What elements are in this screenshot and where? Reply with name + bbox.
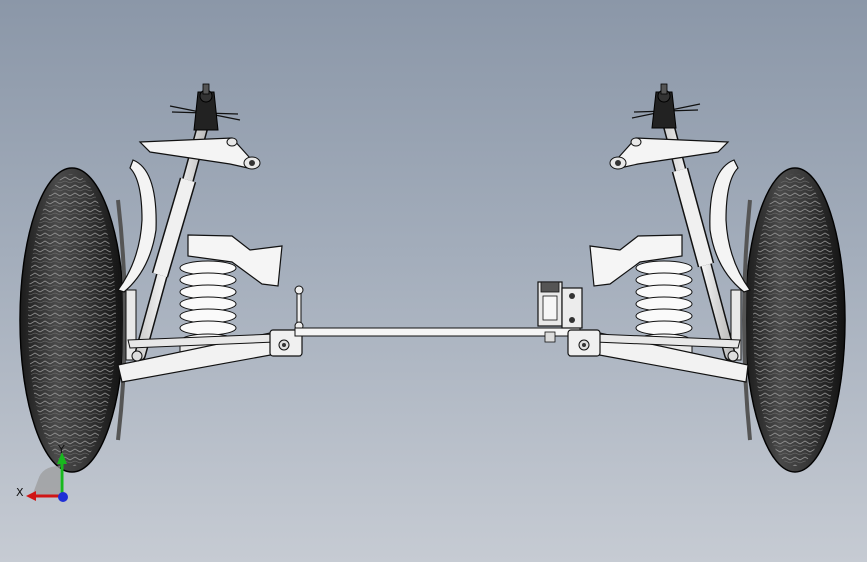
triad-plane xyxy=(32,466,60,496)
left-top-mount xyxy=(169,83,241,131)
left-link-rod xyxy=(294,285,304,331)
right-tire xyxy=(742,167,846,473)
left-spring-seat xyxy=(187,234,283,287)
steering-tie-rod xyxy=(294,327,581,337)
right-lower-arm xyxy=(567,329,749,383)
x-axis-arrowhead xyxy=(26,491,36,501)
right-top-mount xyxy=(631,83,701,129)
left-upright xyxy=(117,159,157,361)
right-spring-seat xyxy=(589,234,683,287)
x-axis-label: X xyxy=(16,486,24,499)
right-coil-spring xyxy=(635,260,693,355)
y-axis-arrowhead xyxy=(57,452,67,464)
right-upper-arm xyxy=(609,137,730,170)
z-axis-dot xyxy=(58,492,68,502)
axis-triad: Y X xyxy=(16,443,68,502)
left-lower-arm xyxy=(117,329,303,383)
right-upright xyxy=(709,159,751,361)
steering-rack-housing xyxy=(537,281,583,343)
left-upper-arm xyxy=(138,137,261,170)
right-suspension xyxy=(567,83,846,473)
y-axis-label: Y xyxy=(57,443,65,456)
left-suspension xyxy=(19,83,304,473)
left-tire xyxy=(19,167,127,473)
